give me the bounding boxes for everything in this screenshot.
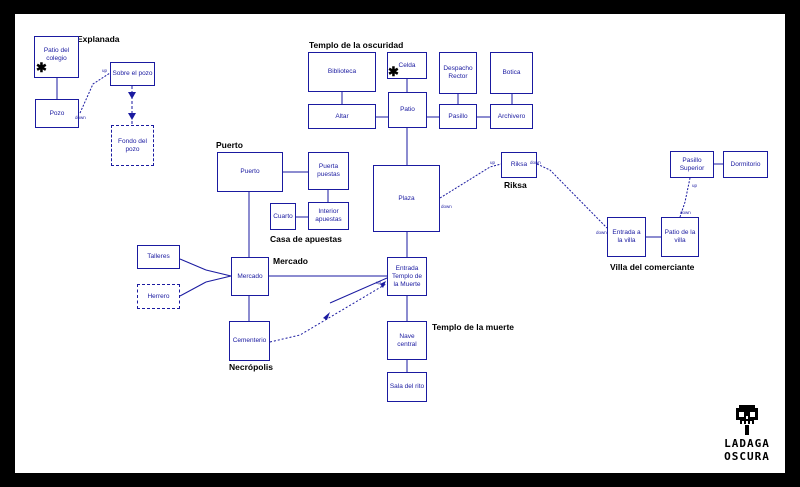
link-label-up: up [102, 68, 108, 73]
brand-logo: LADAGA OSCURA [716, 405, 778, 465]
region-title-necropolis: Necrópolis [229, 362, 273, 372]
room-despacho-rector[interactable]: Despacho Rector [439, 52, 477, 94]
room-biblioteca[interactable]: Biblioteca [308, 52, 376, 92]
room-cuarto[interactable]: Cuarto [270, 203, 296, 230]
link-label-down: down [441, 204, 452, 209]
room-sobre-pozo[interactable]: Sobre el pozo [110, 62, 155, 86]
link-label-up: up [692, 183, 698, 188]
region-title-riksa: Riksa [504, 180, 527, 190]
link-mercado-entrada-diag [329, 277, 388, 304]
room-mercado[interactable]: Mercado [231, 257, 269, 296]
room-patio[interactable]: Patio [388, 92, 427, 128]
room-riksa[interactable]: Riksa [501, 152, 537, 178]
arrow-sobre-fondo-2 [128, 113, 136, 120]
room-celda[interactable]: Celda [387, 52, 427, 79]
room-altar[interactable]: Altar [308, 104, 376, 129]
room-archivero[interactable]: Archivero [490, 104, 533, 129]
region-title-casa-apuestas: Casa de apuestas [270, 234, 342, 244]
link-pozo-sobre [79, 72, 111, 114]
logo-line-2: OSCURA [724, 450, 770, 463]
room-fondo-pozo[interactable]: Fondo del pozo [111, 125, 154, 166]
room-pasillo-superior[interactable]: Pasillo Superior [670, 151, 714, 178]
logo-line-1: LADAGA [724, 437, 770, 450]
room-pasillo[interactable]: Pasillo [439, 104, 477, 129]
room-patio-colegio[interactable]: Patio del colegio [34, 36, 79, 78]
room-cementerio[interactable]: Cementerio [229, 321, 270, 361]
arrow-entrada-tip [380, 281, 386, 288]
link-label-down: down [75, 115, 86, 120]
room-nave-central[interactable]: Nave central [387, 321, 427, 360]
arrow-cementerio-entrada [323, 312, 330, 320]
region-title-templo-oscuridad: Templo de la oscuridad [309, 40, 404, 50]
room-plaza[interactable]: Plaza [373, 165, 440, 232]
room-pozo[interactable]: Pozo [35, 99, 79, 128]
link-talleres-mercado [179, 258, 207, 271]
skull-icon [736, 405, 758, 435]
region-title-puerto: Puerto [216, 140, 243, 150]
link-herrero-mercado [179, 281, 207, 297]
region-title-explanada: Explanada [77, 34, 120, 44]
link-label-up: up [490, 160, 496, 165]
room-dormitorio[interactable]: Dormitorio [723, 151, 768, 178]
room-entrada-templo[interactable]: Entrada Templo de la Muerte [387, 257, 427, 296]
room-herrero[interactable]: Herrero [137, 284, 180, 309]
link-cementerio-entrada [269, 283, 387, 343]
region-title-templo-muerte: Templo de la muerte [432, 322, 515, 332]
link-label-down: down [596, 230, 607, 235]
room-puerta-puestas[interactable]: Puerta puestas [308, 152, 349, 190]
region-title-villa: Villa del comerciante [610, 262, 695, 272]
room-botica[interactable]: Botica [490, 52, 533, 94]
arrow-sobre-fondo-1 [128, 92, 136, 99]
link-fork-mercado [205, 275, 232, 283]
link-riksa-villa [536, 163, 608, 229]
room-entrada-villa[interactable]: Entrada a la villa [607, 217, 646, 257]
room-patio-villa[interactable]: Patio de la villa [661, 217, 699, 257]
room-talleres[interactable]: Talleres [137, 245, 180, 269]
link-label-up: up [376, 280, 382, 285]
link-plaza-riksa [439, 163, 502, 199]
link-villa-superior [679, 177, 691, 218]
start-marker-icon: ✱ [36, 60, 47, 75]
room-sala-rito[interactable]: Sala del rito [387, 372, 427, 402]
room-interior-apuestas[interactable]: Interior apuestas [308, 202, 349, 230]
link-label-down: down [680, 210, 691, 215]
link-mercado-fork [205, 269, 232, 277]
room-puerto[interactable]: Puerto [217, 152, 283, 192]
region-title-mercado: Mercado [273, 256, 308, 266]
start-marker-icon: ✱ [388, 64, 399, 79]
link-label-down: down [530, 160, 541, 165]
